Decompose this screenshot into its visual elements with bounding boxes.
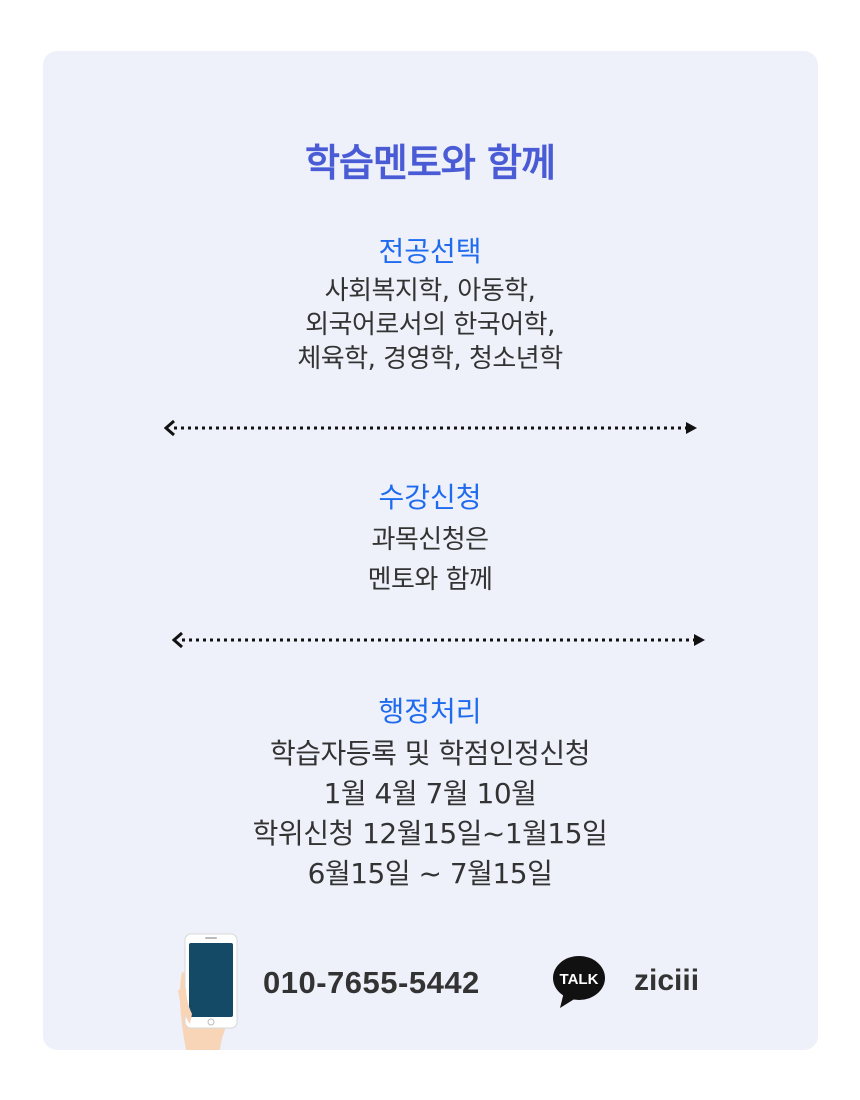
section-line: 학위신청 12월15일~1월15일 bbox=[252, 817, 608, 850]
kakaotalk-icon[interactable]: TALK bbox=[552, 954, 608, 1014]
section-heading: 수강신청 bbox=[378, 481, 482, 514]
section-line: 사회복지학, 아동학, bbox=[324, 276, 536, 306]
section-heading: 행정처리 bbox=[378, 695, 482, 728]
section-line: 학습자등록 및 학점인정신청 bbox=[270, 737, 590, 770]
section-major-selection: 전공선택 사회복지학, 아동학, 외국어로서의 한국어학, 체육학, 경영학, … bbox=[0, 234, 860, 376]
section-administration: 행정처리 학습자등록 및 학점인정신청 1월 4월 7월 10월 학위신청 12… bbox=[0, 694, 860, 894]
section-course-registration: 수강신청 과목신청은 멘토와 함께 bbox=[0, 480, 860, 600]
dotted-arrow-divider bbox=[164, 418, 700, 438]
section-heading: 전공선택 bbox=[378, 235, 482, 268]
section-line: 외국어로서의 한국어학, bbox=[305, 310, 555, 340]
info-card bbox=[43, 51, 818, 1050]
page-title: 학습멘토와 함께 bbox=[305, 141, 556, 185]
phone-number[interactable]: 010-7655-5442 bbox=[263, 965, 480, 1000]
section-line: 6월15일 ~ 7월15일 bbox=[307, 857, 553, 890]
dotted-arrow-divider bbox=[172, 630, 708, 650]
section-line: 멘토와 함께 bbox=[367, 565, 493, 595]
section-line: 과목신청은 bbox=[371, 525, 489, 555]
kakaotalk-id[interactable]: ziciii bbox=[634, 964, 700, 997]
section-line: 1월 4월 7월 10월 bbox=[323, 777, 537, 810]
talk-label: TALK bbox=[560, 971, 599, 988]
phone-in-hand-icon bbox=[178, 932, 248, 1054]
contact-row: 010-7655-5442 TALK ziciii bbox=[0, 930, 860, 1050]
section-line: 체육학, 경영학, 청소년학 bbox=[297, 344, 563, 374]
